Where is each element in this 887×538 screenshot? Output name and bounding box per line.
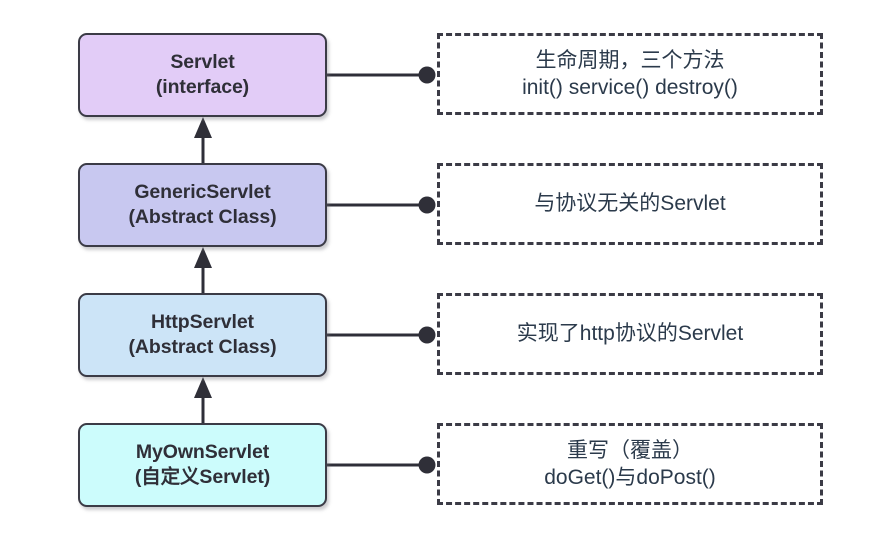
class-box-generic-servlet[interactable]: GenericServlet (Abstract Class) (78, 163, 327, 247)
note-my-own-servlet-line-2: doGet()与doPost() (544, 466, 716, 489)
class-name-my-own-servlet: MyOwnServlet (135, 441, 270, 464)
class-stereotype-generic-servlet: (Abstract Class) (128, 206, 277, 228)
note-servlet-line-2: init() service() destroy() (522, 76, 738, 99)
note-box-generic-servlet[interactable]: 与协议无关的Servlet (437, 163, 823, 245)
class-stereotype-http-servlet: (Abstract Class) (128, 336, 277, 358)
note-my-own-servlet-line-1: 重写（覆盖） (567, 438, 693, 462)
arrow-myown-to-http (194, 377, 212, 423)
link-myown-note (327, 456, 436, 474)
note-box-my-own-servlet[interactable]: 重写（覆盖） doGet()与doPost() (437, 423, 823, 505)
class-name-generic-servlet: GenericServlet (134, 181, 271, 204)
link-http-note (327, 326, 436, 344)
class-box-servlet[interactable]: Servlet (interface) (78, 33, 327, 117)
link-generic-note (327, 196, 436, 214)
class-box-my-own-servlet[interactable]: MyOwnServlet (自定义Servlet) (78, 423, 327, 507)
class-name-servlet: Servlet (170, 51, 235, 74)
class-stereotype-my-own-servlet: (自定义Servlet) (134, 466, 271, 488)
note-http-servlet-line-1: 实现了http协议的Servlet (516, 322, 744, 346)
arrow-generic-to-servlet (194, 117, 212, 163)
note-generic-servlet-line-1: 与协议无关的Servlet (534, 192, 726, 216)
class-name-http-servlet: HttpServlet (151, 311, 254, 334)
note-box-servlet[interactable]: 生命周期，三个方法 init() service() destroy() (437, 33, 823, 115)
note-servlet-line-1: 生命周期，三个方法 (535, 48, 725, 72)
note-box-http-servlet[interactable]: 实现了http协议的Servlet (437, 293, 823, 375)
class-stereotype-servlet: (interface) (155, 76, 250, 98)
class-box-http-servlet[interactable]: HttpServlet (Abstract Class) (78, 293, 327, 377)
arrow-http-to-generic (194, 247, 212, 293)
link-servlet-note (327, 66, 436, 84)
